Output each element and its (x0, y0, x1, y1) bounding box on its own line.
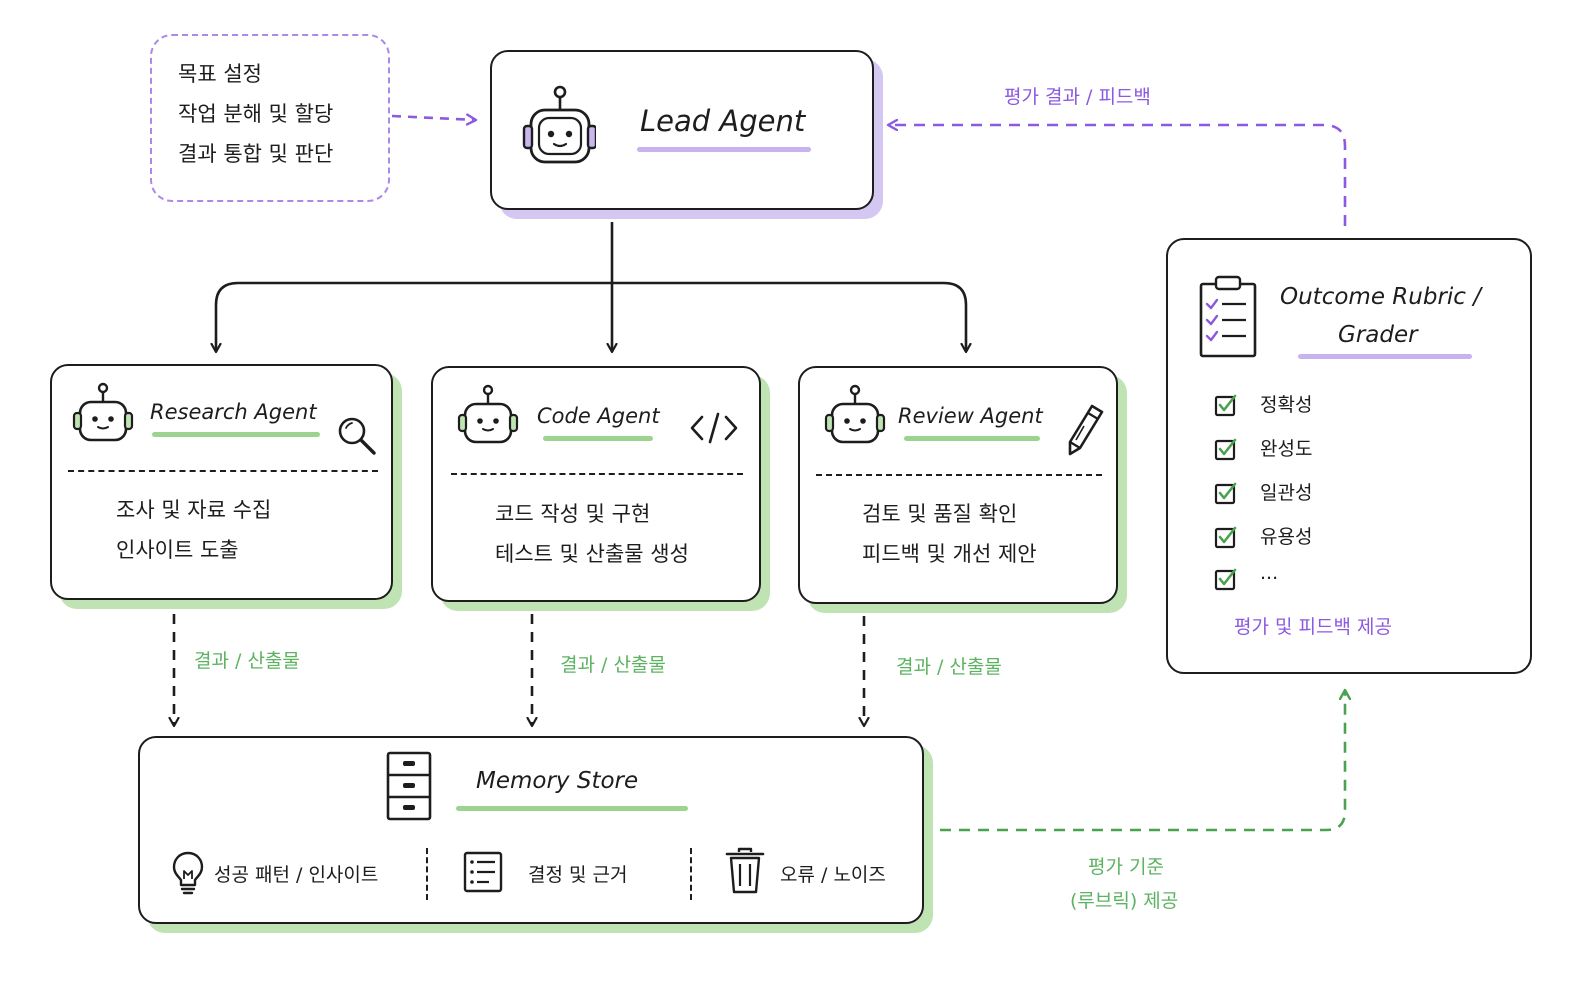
research-agent-title: Research Agent (150, 400, 317, 424)
checkbox-checked-icon (1214, 394, 1237, 417)
research-agent-line-2: 인사이트 도출 (116, 538, 239, 562)
trash-icon (725, 847, 765, 894)
review-agent-box[interactable]: Review Agent 검토 및 품질 확인 피드백 및 개선 제안 (798, 366, 1118, 604)
lead-agent-underline (637, 147, 811, 152)
lead-agent-title: Lead Agent (640, 104, 806, 138)
goal-line-1: 목표 설정 (178, 62, 262, 86)
checkbox-checked-icon (1214, 482, 1237, 505)
review-agent-line-1: 검토 및 품질 확인 (862, 502, 1018, 526)
rubric-title-underline (1298, 354, 1472, 359)
code-brackets-icon (690, 412, 738, 444)
criterion-label: 정확성 (1260, 394, 1313, 416)
code-agent-box[interactable]: Code Agent 코드 작성 및 구현 테스트 및 산출물 생성 (431, 366, 761, 602)
code-agent-line-1: 코드 작성 및 구현 (495, 502, 651, 526)
lead-agent-box[interactable]: Lead Agent (490, 50, 874, 210)
code-agent-divider (451, 473, 743, 475)
code-agent-line-2: 테스트 및 산출물 생성 (495, 542, 689, 566)
lightbulb-icon (172, 851, 204, 895)
memory-item-decisions: 결정 및 근거 (528, 864, 628, 886)
memory-store-underline (456, 806, 688, 811)
research-agent-divider (68, 470, 378, 472)
research-agent-line-1: 조사 및 자료 수집 (116, 498, 272, 522)
rubric-footer: 평가 및 피드백 제공 (1234, 616, 1392, 638)
criterion-label: 일관성 (1260, 482, 1313, 504)
criteria-label-line-2: (루브릭) 제공 (1070, 890, 1179, 912)
rubric-to-lead-arrow (888, 125, 1347, 226)
rubric-title-line-1: Outcome Rubric / (1280, 284, 1481, 310)
rubric-title-line-2: Grader (1338, 322, 1418, 348)
research-agent-box[interactable]: Research Agent 조사 및 자료 수집 인사이트 도출 (50, 364, 393, 600)
goal-line-2: 작업 분해 및 할당 (178, 102, 334, 126)
criterion-label: 완성도 (1260, 438, 1313, 460)
robot-icon (72, 382, 134, 442)
checkbox-checked-icon (1214, 568, 1237, 591)
robot-icon (824, 384, 886, 444)
rubric-grader-box[interactable]: Outcome Rubric / Grader 정확성 완성도 일관성 (1166, 238, 1532, 674)
lead-to-review-arrow (612, 281, 966, 352)
file-cabinet-icon (386, 751, 432, 821)
goal-to-lead-arrow (391, 116, 476, 120)
magnifier-icon (338, 417, 376, 455)
goal-note (150, 34, 390, 202)
criteria-label-line-1: 평가 기준 (1088, 856, 1164, 878)
research-output-label: 결과 / 산출물 (194, 650, 300, 672)
code-agent-underline (543, 436, 653, 441)
memory-store-box[interactable]: Memory Store 성공 패턴 / 인사이트 결정 및 근거 오류 / 노… (138, 736, 924, 924)
code-output-label: 결과 / 산출물 (560, 654, 666, 676)
checkbox-checked-icon (1214, 526, 1237, 549)
robot-icon (522, 85, 596, 164)
criterion-label: ... (1260, 562, 1279, 584)
research-agent-underline (152, 432, 320, 437)
review-agent-underline (904, 436, 1040, 441)
memory-to-rubric-arrow (940, 690, 1345, 832)
memory-item-errors: 오류 / 노이즈 (780, 864, 886, 886)
feedback-label: 평가 결과 / 피드백 (1004, 86, 1151, 108)
memory-divider-2 (690, 848, 692, 900)
review-agent-line-2: 피드백 및 개선 제안 (862, 542, 1037, 566)
robot-icon (457, 384, 519, 444)
lead-to-research-arrow (216, 281, 612, 352)
checkbox-checked-icon (1214, 438, 1237, 461)
memory-store-title: Memory Store (476, 768, 639, 794)
memory-divider-1 (426, 848, 428, 900)
pencil-icon (1068, 404, 1104, 456)
review-agent-divider (816, 474, 1102, 476)
goal-line-3: 결과 통합 및 판단 (178, 142, 334, 166)
code-agent-title: Code Agent (537, 404, 660, 428)
review-output-label: 결과 / 산출물 (896, 656, 1002, 678)
criterion-label: 유용성 (1260, 526, 1313, 548)
memory-item-success: 성공 패턴 / 인사이트 (214, 864, 379, 886)
clipboard-checklist-icon (1199, 275, 1257, 358)
document-list-icon (463, 851, 503, 893)
review-agent-title: Review Agent (898, 404, 1043, 428)
